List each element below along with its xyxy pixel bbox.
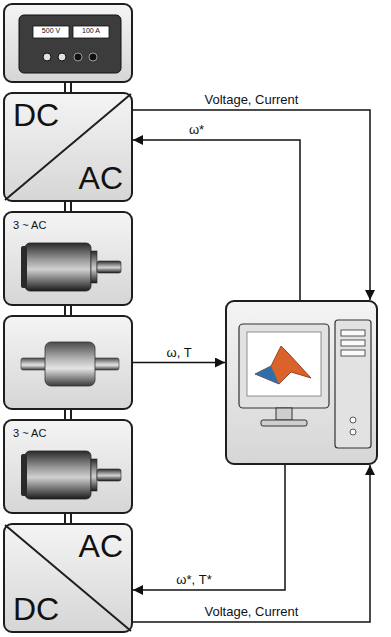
shaft-coupling: [68, 410, 69, 419]
matlab-logo: [255, 346, 311, 384]
drive-bay: [341, 330, 365, 336]
display-window: [73, 26, 109, 38]
coupling-inner: [66, 83, 70, 92]
drive-bay: [341, 350, 365, 356]
converter-label: AC: [79, 529, 123, 564]
signal-arrow: [133, 140, 300, 300]
motor-flange: [91, 251, 97, 283]
shaft-coupling: [68, 306, 69, 315]
signal-arrow: [133, 362, 225, 363]
coupling-inner: [66, 514, 70, 523]
computer-box-illustration: [227, 302, 376, 463]
motor-shaft: [97, 469, 121, 481]
monitor-screen: [247, 332, 321, 396]
coupling-outer: [64, 514, 72, 523]
power-supply-box: 500 V 100 A: [3, 3, 133, 83]
signal-label: ω, T: [165, 346, 194, 361]
converter-label: DC: [13, 98, 59, 133]
sensor-shaft: [21, 358, 47, 370]
power-button: [350, 429, 356, 435]
motor-type-label: 3 ~ AC: [13, 219, 46, 231]
coupling-outer: [64, 83, 72, 92]
torque-sensor-box: [3, 315, 133, 410]
shaft-coupling: [68, 514, 69, 523]
signal-label: Voltage, Current: [203, 93, 301, 108]
terminal: [74, 53, 82, 61]
converter-diagonal: [5, 525, 131, 631]
display-reading: 500 V: [33, 27, 69, 35]
terminal: [89, 53, 97, 61]
device-panel: [19, 15, 121, 73]
coupling-inner: [66, 306, 70, 315]
monitor-stand: [276, 408, 292, 420]
signal-arrow: [133, 110, 370, 300]
monitor-base: [261, 420, 307, 426]
signal-line: [133, 362, 225, 364]
motor-shaft: [97, 261, 121, 273]
motor-body: [25, 243, 91, 291]
torque-sensor-box-illustration: [5, 317, 131, 408]
shaft-coupling: [68, 202, 69, 211]
power-button: [350, 417, 356, 423]
terminal: [43, 53, 51, 61]
motor-end-cap: [21, 246, 27, 288]
inverter-box: DC AC: [3, 92, 133, 202]
drive-bay: [341, 340, 365, 346]
motor-type-label: 3 ~ AC: [13, 427, 46, 439]
coupling-outer: [64, 410, 72, 419]
signal-line: [133, 465, 370, 622]
sensor-shaft: [93, 358, 119, 370]
motor-body: [25, 451, 91, 499]
signal-line: [133, 465, 285, 590]
motor-flange: [91, 459, 97, 491]
display-reading: 100 A: [73, 27, 109, 35]
signal-arrow: [133, 465, 370, 622]
coupling-inner: [66, 410, 70, 419]
shaft-coupling: [68, 83, 69, 92]
terminal: [58, 53, 66, 61]
signal-line: [133, 110, 370, 300]
converter-label: DC: [13, 592, 59, 627]
signal-line: [133, 140, 300, 300]
computer-box: [225, 300, 378, 465]
coupling-inner: [66, 202, 70, 211]
motor-box: 3 ~ AC: [3, 419, 133, 514]
converter-box: AC DC: [3, 523, 133, 633]
motor-box: 3 ~ AC: [3, 211, 133, 306]
matlab-logo: [255, 366, 279, 384]
torque-sensor: [45, 342, 95, 386]
signal-label: Voltage, Current: [203, 605, 301, 620]
motor-end-cap: [21, 454, 27, 496]
coupling-outer: [64, 306, 72, 315]
converter-diagonal: [5, 94, 131, 200]
pc-tower: [335, 320, 371, 448]
power-supply-box-illustration: [5, 5, 131, 81]
signal-arrow: [133, 465, 285, 590]
display-window: [33, 26, 69, 38]
coupling-outer: [64, 202, 72, 211]
signal-label: ω*, T*: [174, 573, 213, 588]
converter-label: AC: [79, 161, 123, 196]
signal-label: ω*: [187, 123, 206, 138]
monitor: [239, 324, 329, 408]
